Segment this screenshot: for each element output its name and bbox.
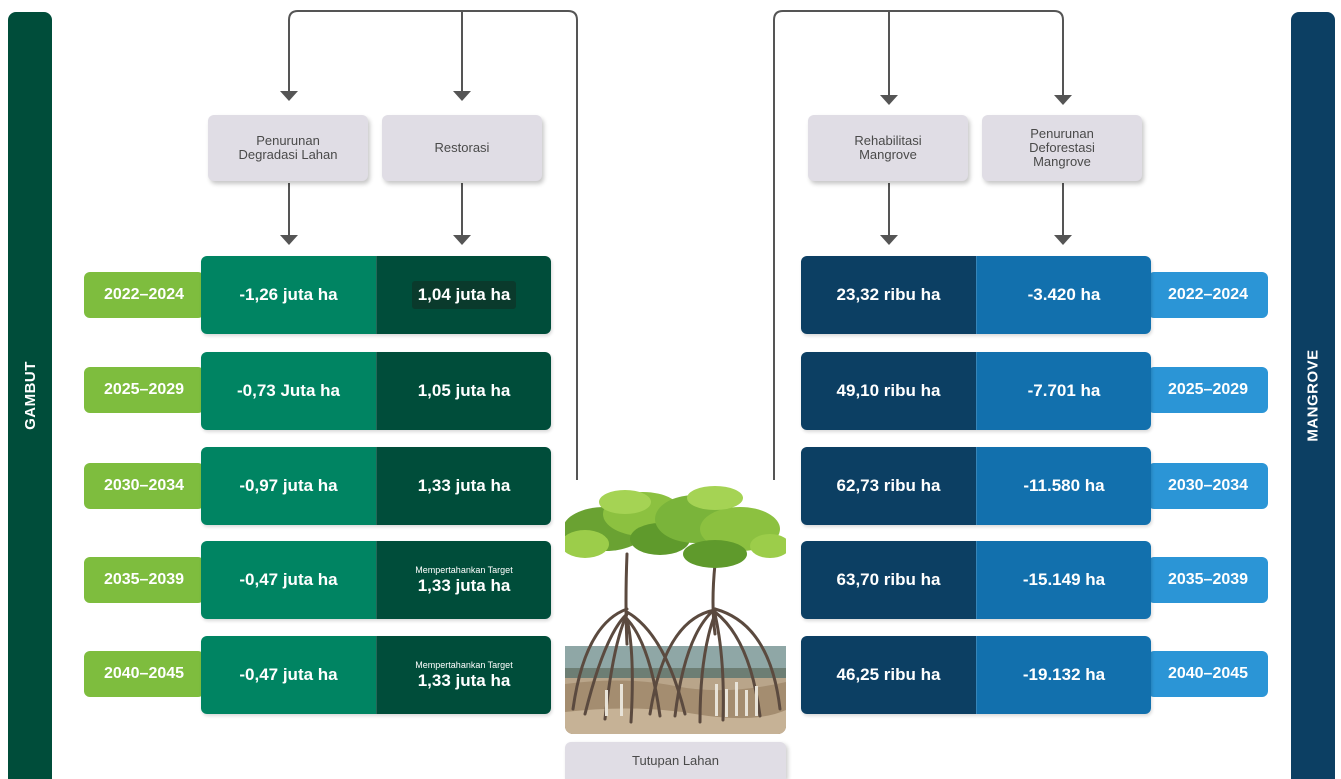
gambut-year-badge: 2025–2029	[84, 367, 204, 413]
rehabilitasi-value: 23,32 ribu ha	[801, 256, 976, 334]
mangrove-row: 63,70 ribu ha -15.149 ha	[801, 541, 1151, 619]
restorasi-cell: Mempertahankan Target 1,33 juta ha	[376, 541, 551, 619]
gambut-row: -1,26 juta ha 1,04 juta ha	[201, 256, 551, 334]
deforestasi-value: -11.580 ha	[976, 447, 1151, 525]
gambut-row: -0,47 juta ha Mempertahankan Target 1,33…	[201, 636, 551, 714]
arrow-down-icon	[280, 235, 298, 245]
restorasi-note: Mempertahankan Target	[415, 564, 513, 575]
gambut-year-badge: 2040–2045	[84, 651, 204, 697]
connector-line	[773, 10, 1064, 480]
restorasi-cell: 1,04 juta ha	[376, 256, 551, 334]
gambut-row: -0,47 juta ha Mempertahankan Target 1,33…	[201, 541, 551, 619]
degradasi-value: -1,26 juta ha	[201, 256, 376, 334]
restorasi-value: 1,05 juta ha	[376, 352, 551, 430]
mangrove-row: 49,10 ribu ha -7.701 ha	[801, 352, 1151, 430]
degradasi-value: -0,97 juta ha	[201, 447, 376, 525]
mangrove-year-badge: 2035–2039	[1148, 557, 1268, 603]
mangrove-year-badge: 2025–2029	[1148, 367, 1268, 413]
deforestasi-value: -15.149 ha	[976, 541, 1151, 619]
restorasi-value: 1,33 juta ha	[376, 447, 551, 525]
category-penurunan-degradasi: Penurunan Degradasi Lahan	[208, 115, 368, 181]
tutupan-lahan-label: Tutupan Lahan	[565, 742, 786, 779]
mangrove-year-badge: 2022–2024	[1148, 272, 1268, 318]
gambut-sidebar: GAMBUT	[8, 12, 52, 779]
restorasi-cell: Mempertahankan Target 1,33 juta ha	[376, 636, 551, 714]
mangrove-row: 62,73 ribu ha -11.580 ha	[801, 447, 1151, 525]
restorasi-value: 1,04 juta ha	[411, 281, 517, 309]
gambut-row: -0,97 juta ha 1,33 juta ha	[201, 447, 551, 525]
rehabilitasi-value: 46,25 ribu ha	[801, 636, 976, 714]
arrow-down-icon	[880, 235, 898, 245]
arrow-down-icon	[453, 91, 471, 101]
gambut-year-badge: 2030–2034	[84, 463, 204, 509]
deforestasi-value: -3.420 ha	[976, 256, 1151, 334]
mangrove-label: MANGROVE	[1304, 349, 1322, 442]
category-restorasi: Restorasi	[382, 115, 542, 181]
arrow-down-icon	[1054, 95, 1072, 105]
category-rehabilitasi-mangrove: Rehabilitasi Mangrove	[808, 115, 968, 181]
arrow-down-icon	[280, 91, 298, 101]
gambut-year-badge: 2022–2024	[84, 272, 204, 318]
arrow-down-icon	[880, 95, 898, 105]
connector-line	[288, 10, 578, 480]
restorasi-value: 1,33 juta ha	[417, 670, 511, 690]
arrow-down-icon	[1054, 235, 1072, 245]
mangrove-year-badge: 2030–2034	[1148, 463, 1268, 509]
gambut-label: GAMBUT	[21, 361, 39, 430]
degradasi-value: -0,47 juta ha	[201, 636, 376, 714]
deforestasi-value: -19.132 ha	[976, 636, 1151, 714]
mangrove-row: 23,32 ribu ha -3.420 ha	[801, 256, 1151, 334]
mangrove-sidebar: MANGROVE	[1291, 12, 1335, 779]
arrow-down-icon	[453, 235, 471, 245]
mangrove-row: 46,25 ribu ha -19.132 ha	[801, 636, 1151, 714]
degradasi-value: -0,47 juta ha	[201, 541, 376, 619]
deforestasi-value: -7.701 ha	[976, 352, 1151, 430]
rehabilitasi-value: 62,73 ribu ha	[801, 447, 976, 525]
mangrove-year-badge: 2040–2045	[1148, 651, 1268, 697]
restorasi-value: 1,33 juta ha	[417, 575, 511, 595]
category-penurunan-deforestasi: Penurunan Deforestasi Mangrove	[982, 115, 1142, 181]
rehabilitasi-value: 63,70 ribu ha	[801, 541, 976, 619]
mangrove-tree-illustration	[565, 484, 786, 734]
gambut-row: -0,73 Juta ha 1,05 juta ha	[201, 352, 551, 430]
degradasi-value: -0,73 Juta ha	[201, 352, 376, 430]
restorasi-note: Mempertahankan Target	[415, 659, 513, 670]
rehabilitasi-value: 49,10 ribu ha	[801, 352, 976, 430]
gambut-year-badge: 2035–2039	[84, 557, 204, 603]
